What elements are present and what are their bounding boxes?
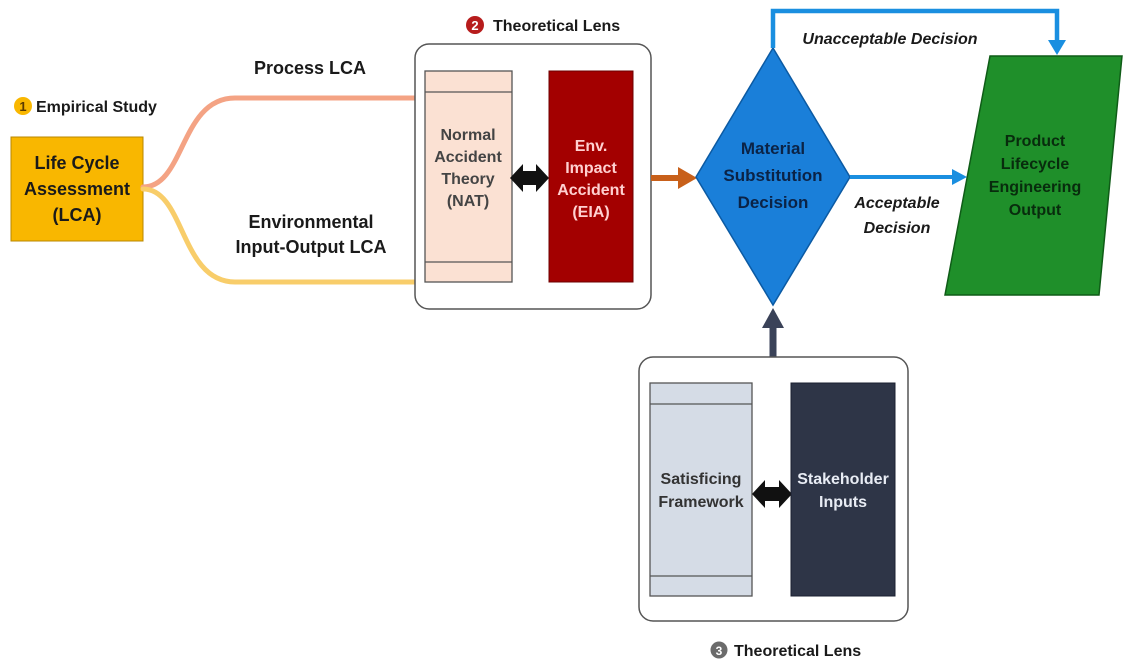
stakeholder-line1: Stakeholder [797,471,889,488]
empirical-study-label: Empirical Study [36,99,157,116]
decision-line1: Material [741,139,805,158]
nat-box-line1: Normal [440,127,495,144]
nat-eia-double-arrow-icon [510,164,549,192]
stakeholder-inputs-box [790,382,896,597]
decision-line3: Decision [738,193,809,212]
satisficing-stakeholder-double-arrow-icon [752,480,792,508]
output-line2: Lifecycle [1001,156,1070,173]
theoretical-lens-3-label: Theoretical Lens [734,643,861,660]
step-3-badge [710,641,728,659]
lca-box-line3: (LCA) [53,205,102,225]
output-line4: Output [1009,202,1062,219]
eia-box-line4: (EIA) [572,204,609,221]
material-substitution-decision-diamond [695,46,851,307]
satisficing-line2: Framework [658,494,743,511]
step-2-badge-number: 2 [471,18,478,33]
step-1-badge-number: 1 [19,99,26,114]
eia-box [548,70,634,283]
step-2-badge [466,16,484,34]
eia-box-line1: Env. [575,138,608,155]
acceptable-decision-arrow-head [952,169,967,185]
unacceptable-decision-arrow-head [1048,40,1066,55]
nat-box [424,70,513,283]
stakeholder-line2: Inputs [819,494,867,511]
satisficing-framework-box [649,382,753,597]
step-1-badge [14,97,32,115]
eia-box-line2: Impact [565,160,617,177]
nat-box-line3: Theory [441,171,494,188]
output-line1: Product [1005,133,1066,150]
decision-line2: Substitution [723,166,822,185]
unacceptable-decision-label: Unacceptable Decision [802,31,977,48]
eio-lca-label-line2: Input-Output LCA [236,237,387,257]
process-lca-label: Process LCA [254,58,366,78]
lens-to-decision-arrow-head [678,167,697,189]
lca-box-line2: Assessment [24,179,130,199]
unacceptable-decision-connector [770,8,1060,48]
acceptable-decision-label-line1: Acceptable [853,195,939,212]
eia-box-line3: Accident [557,182,625,199]
stakeholder-to-decision-arrow-head [762,308,784,328]
step-3-badge-number: 3 [716,644,723,658]
acceptable-decision-label-line2: Decision [864,220,931,237]
process-lca-connector [140,95,418,190]
theoretical-lens-2-label: Theoretical Lens [493,18,620,35]
product-lifecycle-output-box [944,55,1123,296]
eio-lca-connector [140,186,418,285]
eio-lca-label-line1: Environmental [248,212,373,232]
output-line3: Engineering [989,179,1081,196]
nat-box-line2: Accident [434,149,502,166]
nat-box-line4: (NAT) [447,193,489,210]
satisficing-line1: Satisficing [661,471,742,488]
lca-box-line1: Life Cycle [34,153,119,173]
